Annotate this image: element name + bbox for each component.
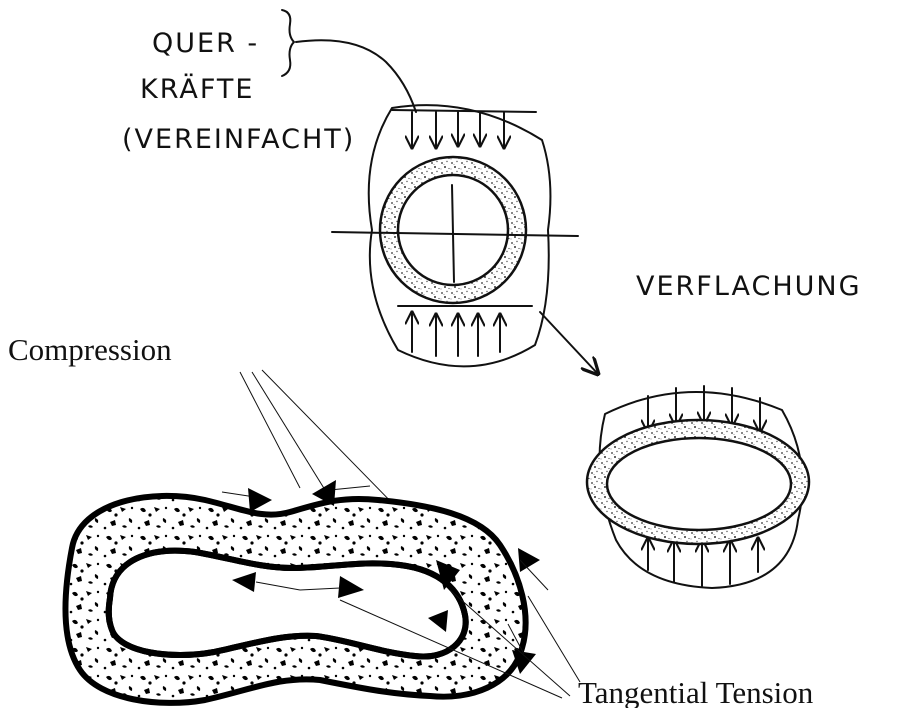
- arrow-right-icon: [338, 576, 364, 598]
- tangential-tension-label: Tangential Tension: [578, 675, 814, 708]
- arrow-left-icon: [428, 610, 448, 632]
- arrow-right-icon: [518, 548, 540, 572]
- querkraefte-line-1: QUER -: [152, 28, 259, 59]
- leader-line: [252, 372, 330, 498]
- leader-line: [528, 596, 580, 682]
- round-vessel: [332, 105, 578, 366]
- brace-leader-line: [296, 40, 416, 112]
- arrow-shaft: [330, 486, 370, 490]
- compression-label: Compression: [8, 332, 172, 367]
- arrow-shaft: [300, 588, 340, 590]
- arrow-left-icon: [232, 572, 256, 592]
- downward-force-arrows-round: [412, 112, 504, 148]
- leader-line: [240, 372, 300, 488]
- querkraefte-line-3: (VEREINFACHT): [122, 124, 355, 155]
- vessel-lumen-flat: [607, 438, 791, 530]
- querkraefte-label: QUER - KRÄFTE (VEREINFACHT): [122, 28, 355, 155]
- arrow-shaft: [520, 560, 548, 590]
- arrow-shaft: [256, 582, 300, 590]
- collapsed-vessel: [65, 480, 548, 703]
- transition-arrow-icon: [540, 312, 598, 374]
- querkraefte-line-2: KRÄFTE: [140, 73, 254, 105]
- flattened-vessel: [587, 386, 809, 588]
- verflachung-label: VERFLACHUNG: [636, 271, 862, 302]
- arrow-right-icon: [248, 488, 272, 512]
- top-force-baseline: [392, 110, 536, 112]
- upward-force-arrows-round: [412, 312, 500, 356]
- brace-icon: [282, 10, 294, 76]
